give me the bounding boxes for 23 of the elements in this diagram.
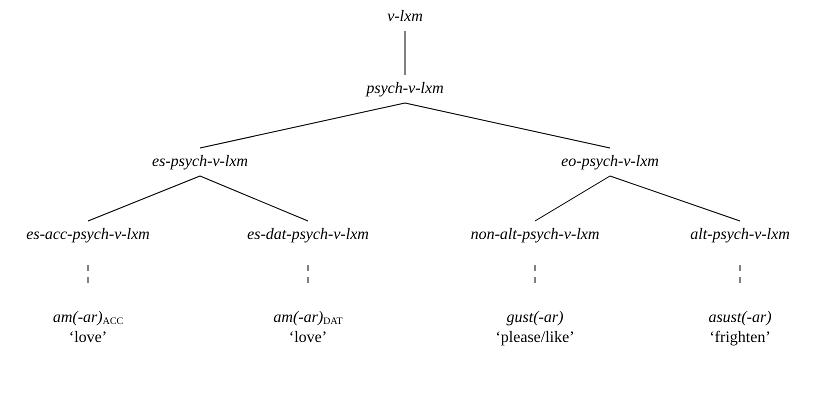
tree-branch-line	[404, 102, 610, 148]
type-label: v-lxm	[387, 7, 423, 27]
verb-form: gust(-ar)	[506, 308, 564, 328]
tree-branch-line	[88, 176, 200, 222]
tree-branch-line	[404, 30, 406, 76]
type-label: es-dat-psych-v-lxm	[247, 225, 369, 245]
tree-branch-line	[200, 176, 308, 222]
gloss: ‘love’	[288, 328, 328, 348]
type-label: psych-v-lxm	[366, 79, 444, 99]
tree-branch-line	[610, 176, 740, 222]
verb-form: asust(-ar)	[708, 308, 772, 328]
gloss: ‘love’	[68, 328, 108, 348]
verb-form: am(-ar)$_{DAT}$	[273, 308, 343, 328]
type-label: eo-psych-v-lxm	[561, 152, 659, 172]
tree-branch-line	[534, 176, 610, 222]
gloss: ‘frighten’	[708, 328, 772, 348]
type-label: es-acc-psych-v-lxm	[26, 225, 150, 245]
type-label: es-psych-v-lxm	[152, 152, 248, 172]
gloss: ‘please/like’	[495, 328, 575, 348]
type-label: non-alt-psych-v-lxm	[470, 225, 600, 245]
verb-form: am(-ar)$_{ACC}$	[52, 308, 124, 328]
type-label: alt-psych-v-lxm	[690, 225, 790, 245]
tree-branch-line	[200, 102, 406, 148]
